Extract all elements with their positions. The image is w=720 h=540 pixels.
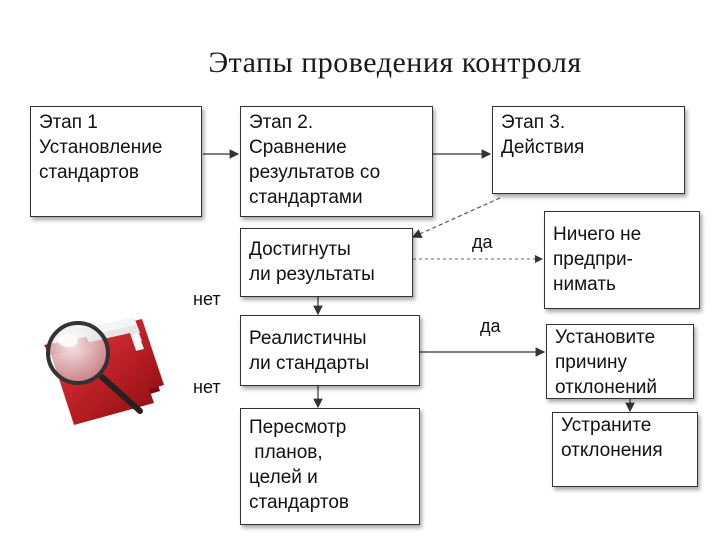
stage2-line3: результатов со bbox=[249, 162, 381, 183]
revise-line4: стандартов bbox=[249, 492, 350, 513]
stage2-line1: Этап 2. bbox=[249, 112, 314, 133]
stage3-line1: Этап 3. bbox=[501, 112, 566, 133]
stage3-line2: Действия bbox=[501, 137, 585, 158]
eliminate-line1: Устраните bbox=[561, 415, 652, 436]
label-yes-achieved: да bbox=[472, 232, 493, 252]
achieved-line2: ли результаты bbox=[249, 264, 375, 285]
nothing-line2: предпри- bbox=[553, 249, 633, 270]
stage1-line3: стандартов bbox=[39, 162, 140, 183]
find-cause-line2: причину bbox=[555, 352, 627, 373]
find-cause-line1: Установите bbox=[555, 327, 656, 348]
find-cause-line3: отклонений bbox=[555, 377, 658, 398]
stage1-line2: Установление bbox=[39, 137, 163, 158]
stage3-box: Этап 3. Действия bbox=[492, 106, 685, 194]
revise-line1: Пересмотр bbox=[249, 417, 347, 438]
achieved-line1: Достигнуты bbox=[249, 239, 351, 260]
eliminate-box: Устраните отклонения bbox=[552, 412, 698, 487]
eliminate-line2: отклонения bbox=[561, 440, 663, 461]
find-cause-box: Установите причину отклонений bbox=[546, 324, 694, 399]
label-yes-realistic: да bbox=[480, 316, 501, 336]
achieved-box: Достигнуты ли результаты bbox=[240, 228, 413, 297]
nothing-line3: нимать bbox=[553, 274, 616, 295]
realistic-box: Реалистичны ли стандарты bbox=[240, 315, 420, 386]
revise-line3: целей и bbox=[249, 467, 318, 488]
revise-box: Пересмотр планов, целей и стандартов bbox=[240, 408, 420, 525]
stage2-box: Этап 2. Сравнение результатов со стандар… bbox=[240, 106, 433, 217]
nothing-box: Ничего не предпри- нимать bbox=[544, 211, 700, 309]
label-no-achieved: нет bbox=[193, 289, 221, 309]
stage2-line2: Сравнение bbox=[249, 137, 347, 158]
diagram-title: Этапы проведения контроля bbox=[208, 46, 582, 79]
stage1-box: Этап 1 Установление стандартов bbox=[30, 106, 202, 217]
stage2-line4: стандартами bbox=[249, 187, 363, 208]
realistic-line2: ли стандарты bbox=[249, 353, 370, 374]
arrow-stage3-achieved bbox=[411, 197, 501, 238]
stage1-line1: Этап 1 bbox=[39, 112, 98, 133]
magnifier-over-folders-icon bbox=[44, 317, 164, 425]
revise-line2: планов, bbox=[249, 442, 323, 463]
realistic-line1: Реалистичны bbox=[249, 328, 367, 349]
nothing-line1: Ничего не bbox=[553, 224, 642, 245]
label-no-realistic: нет bbox=[193, 377, 221, 397]
